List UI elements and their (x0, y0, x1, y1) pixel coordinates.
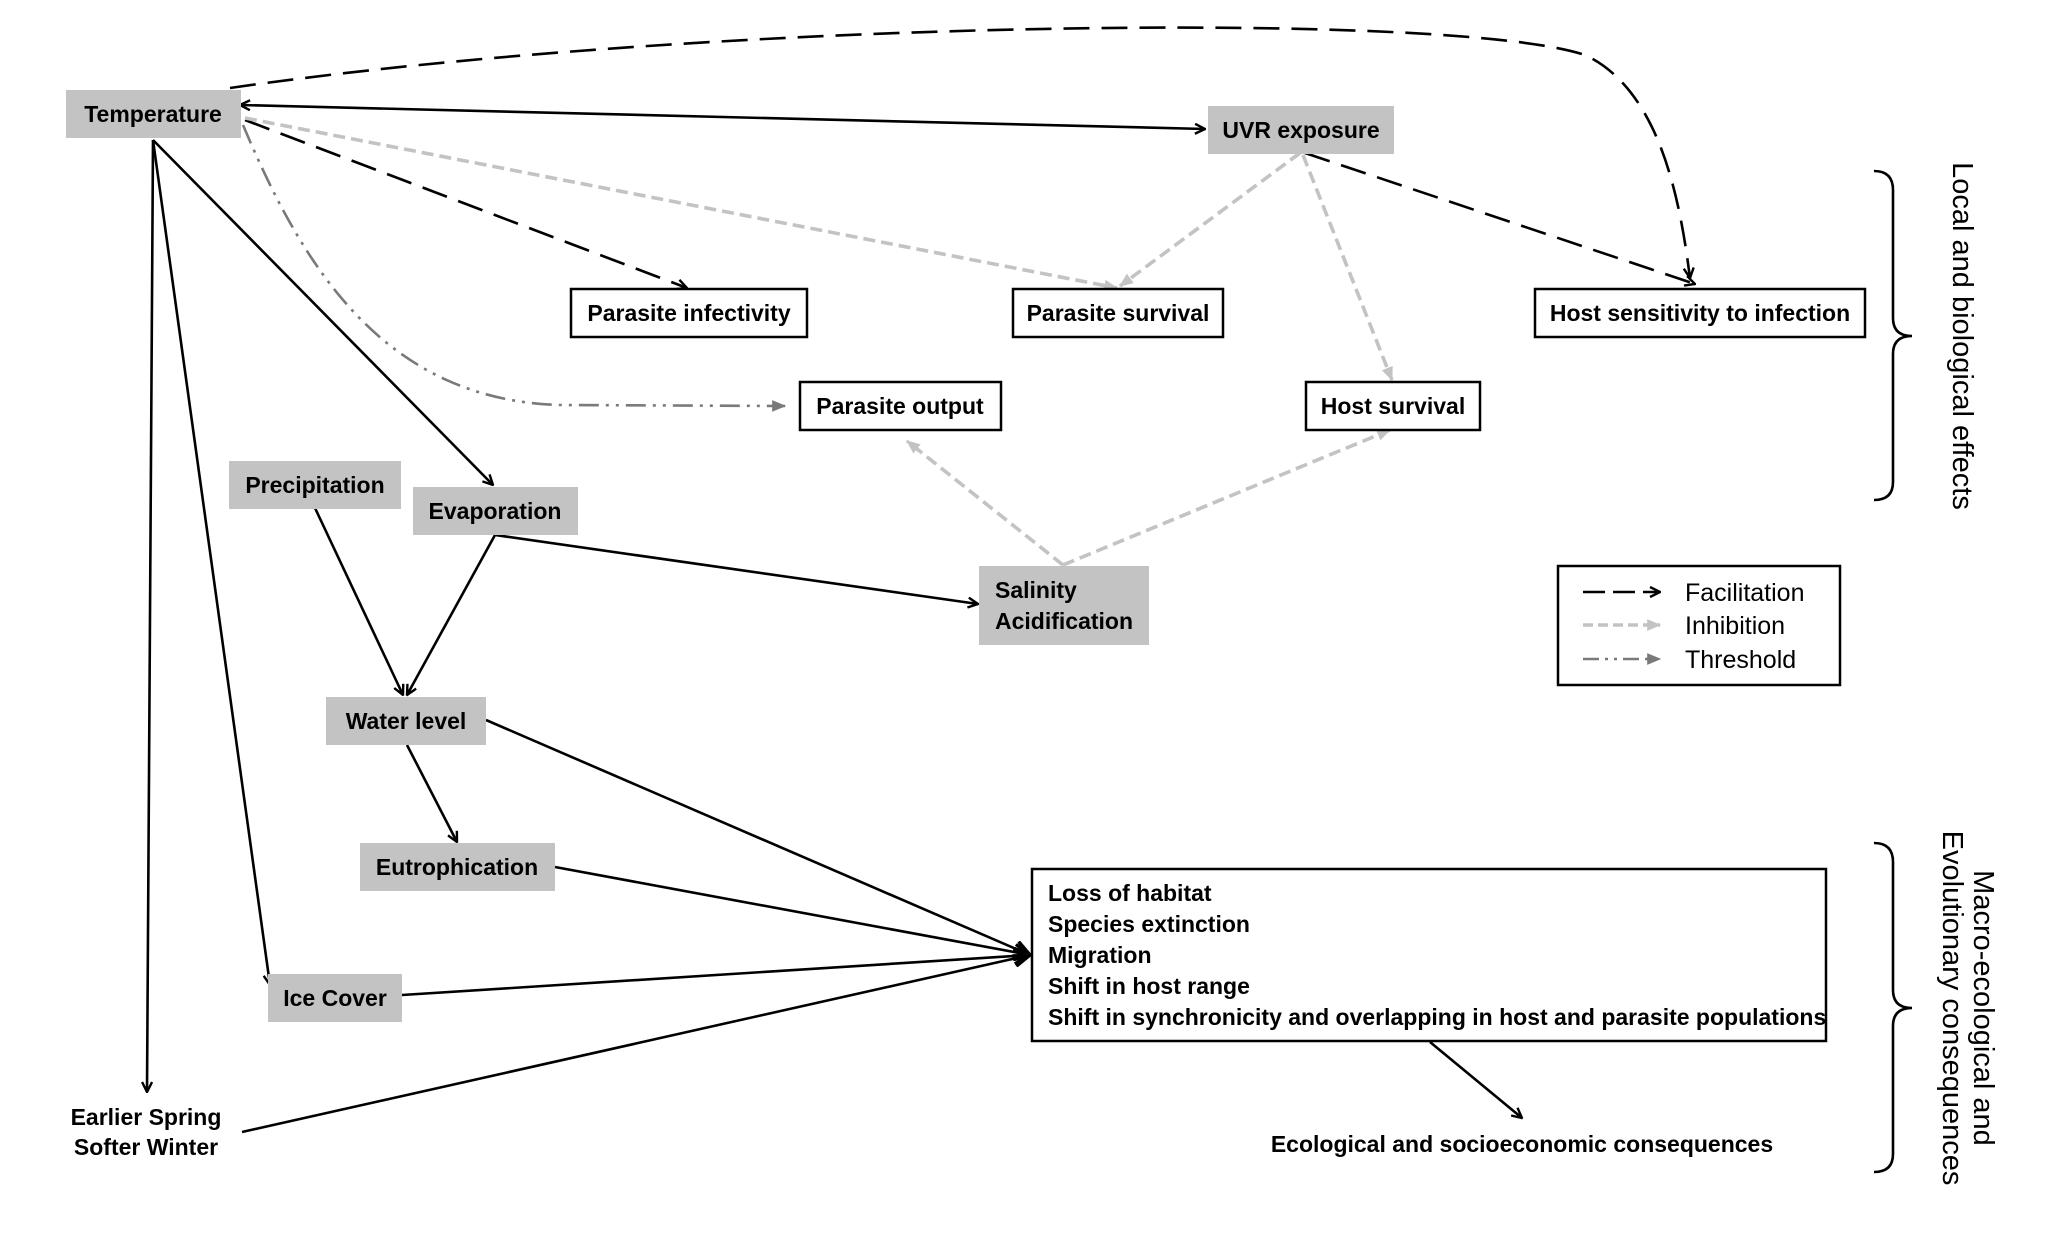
svg-text:Loss of habitat: Loss of habitat (1048, 880, 1212, 906)
svg-text:Earlier Spring: Earlier Spring (71, 1104, 222, 1130)
side-label-macro-2: Evolutionary consequences (1936, 831, 1968, 1186)
svg-text:Parasite infectivity: Parasite infectivity (587, 300, 790, 326)
edge-consequences-ecological (1429, 1040, 1522, 1118)
svg-text:Precipitation: Precipitation (245, 472, 384, 498)
brace-macro (1873, 841, 1913, 1174)
edge-temperature-host-sensitivity (229, 26, 1690, 278)
svg-text:Acidification: Acidification (995, 608, 1133, 634)
svg-text:Host survival: Host survival (1321, 393, 1465, 419)
edges (147, 26, 1695, 1134)
node-precipitation: Precipitation (229, 461, 401, 509)
svg-text:Parasite survival: Parasite survival (1027, 300, 1210, 326)
edge-temperature-parasite-output (241, 124, 787, 412)
svg-text:Shift in host range: Shift in host range (1048, 973, 1250, 999)
edge-water-level-consequences (485, 718, 1030, 955)
edge-eutrophication-consequences (554, 865, 1030, 955)
svg-text:Threshold: Threshold (1685, 646, 1796, 674)
svg-text:Eutrophication: Eutrophication (376, 854, 538, 880)
edge-temperature-parasite-survival (244, 116, 1119, 292)
legend-facilitation: Facilitation (1583, 579, 1805, 607)
node-consequences-box: Loss of habitat Species extinction Migra… (1030, 867, 1828, 1043)
svg-text:Parasite output: Parasite output (816, 393, 984, 419)
edge-salinity-host-survival (1062, 428, 1392, 567)
node-ecological-consequences: Ecological and socioeconomic consequence… (1271, 1131, 1773, 1157)
edge-evaporation-water-level (407, 534, 497, 695)
edge-temperature-evaporation (152, 139, 493, 485)
node-parasite-output: Parasite output (798, 380, 1003, 432)
svg-text:UVR exposure: UVR exposure (1222, 117, 1379, 143)
svg-text:Softer Winter: Softer Winter (74, 1134, 218, 1160)
svg-text:Ecological and socioeconomic c: Ecological and socioeconomic consequence… (1271, 1131, 1773, 1157)
svg-text:Ice Cover: Ice Cover (283, 985, 387, 1011)
svg-text:Species extinction: Species extinction (1048, 911, 1250, 937)
edge-uvr-parasite-survival (1118, 151, 1302, 288)
svg-text:Shift in synchronicity and ove: Shift in synchronicity and overlapping i… (1048, 1004, 1826, 1030)
svg-text:Salinity: Salinity (995, 577, 1077, 603)
side-label-macro-1: Macro-ecological and (1967, 870, 1999, 1146)
node-parasite-infectivity: Parasite infectivity (569, 287, 809, 339)
edge-precipitation-water-level (313, 507, 403, 695)
edge-salinity-parasite-output (905, 439, 1065, 567)
node-host-survival: Host survival (1304, 380, 1482, 432)
node-temperature: Temperature (66, 90, 241, 138)
svg-text:Temperature: Temperature (84, 101, 222, 127)
svg-text:Host sensitivity to infection: Host sensitivity to infection (1550, 300, 1850, 326)
svg-text:Evaporation: Evaporation (429, 498, 562, 524)
node-evaporation: Evaporation (413, 487, 578, 535)
side-label-local: Local and biological effects (1946, 162, 1978, 510)
edge-evaporation-salinity (494, 533, 978, 604)
node-uvr-exposure: UVR exposure (1208, 106, 1394, 154)
node-ice-cover: Ice Cover (268, 974, 402, 1022)
edge-temperature-earlier-spring (147, 139, 155, 1092)
edge-uvr-host-survival (1301, 154, 1394, 382)
svg-text:Water level: Water level (346, 708, 467, 734)
legend-threshold: Threshold (1583, 646, 1796, 674)
node-parasite-survival: Parasite survival (1011, 287, 1225, 339)
legend-inhibition: Inhibition (1583, 612, 1785, 640)
edge-temperature-parasite-infectivity (244, 118, 687, 288)
edge-ice-cover-consequences (401, 955, 1030, 997)
edge-water-level-eutrophication (405, 744, 457, 842)
svg-text:Facilitation: Facilitation (1685, 579, 1805, 607)
svg-text:Migration: Migration (1048, 942, 1152, 968)
edge-earlier-spring-consequences (241, 955, 1030, 1134)
node-water-level: Water level (326, 697, 486, 745)
legend: Facilitation Inhibition Threshold (1556, 564, 1842, 687)
node-eutrophication: Eutrophication (360, 843, 555, 891)
edge-uvr-host-sensitivity (1304, 151, 1695, 284)
brace-local (1873, 169, 1913, 502)
node-earlier-spring: Earlier Spring Softer Winter (71, 1104, 222, 1160)
edge-temperature-uvr (240, 105, 1205, 129)
edge-temperature-ice-cover (151, 139, 270, 985)
node-host-sensitivity: Host sensitivity to infection (1533, 287, 1867, 339)
svg-text:Inhibition: Inhibition (1685, 612, 1785, 640)
node-salinity-acidification: Salinity Acidification (979, 566, 1149, 645)
